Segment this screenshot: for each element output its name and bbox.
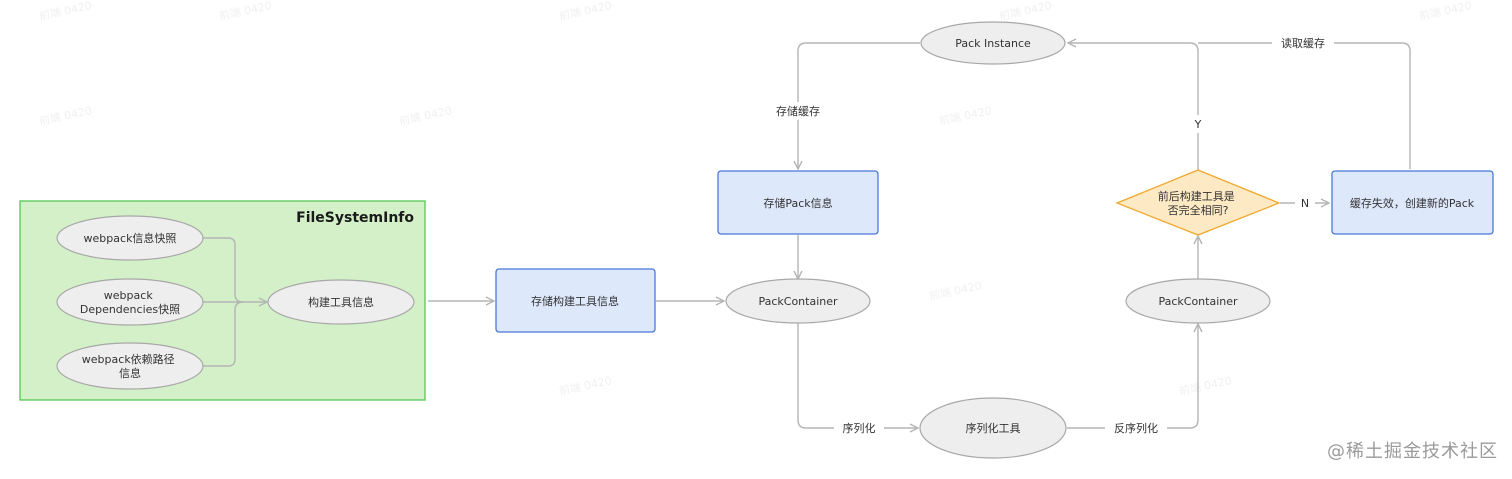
edge-snapshot-merge — [203, 237, 244, 303]
node-webpack-dependencies-snapshot: webpack Dependencies快照 — [56, 278, 204, 326]
svg-text:构建工具信息: 构建工具信息 — [308, 295, 374, 309]
node-pack-container-left-line-1: PackContainer — [758, 295, 838, 308]
node-serializer-line-1: 序列化工具 — [966, 421, 1021, 435]
group-title: FileSystemInfo — [296, 210, 414, 226]
svg-text:前端 0420: 前端 0420 — [218, 0, 273, 23]
edges — [203, 42, 1411, 429]
svg-text:webpack Dependencies快照: webpack Dependencies快照 — [80, 289, 180, 316]
label-deserialize: 反序列化 — [1114, 421, 1158, 435]
node-store-pack-info-line-1: 存储Pack信息 — [763, 196, 832, 210]
label-yes: Y — [1194, 118, 1202, 131]
node-store-pack-info: 存储Pack信息 — [717, 170, 879, 235]
node-pack-container-left: PackContainer — [725, 278, 871, 324]
node-store-build-tool-info: 存储构建工具信息 — [495, 268, 656, 333]
edge-resolve-merge — [203, 301, 244, 367]
edge-serializer-to-container-right — [1067, 324, 1198, 429]
edge-container-to-serializer — [797, 323, 918, 428]
edge-pack-instance-to-store-pack-info — [798, 42, 920, 169]
node-cache-invalid: 缓存失效，创建新的Pack — [1331, 170, 1494, 235]
svg-text:前端 0420: 前端 0420 — [38, 0, 93, 23]
svg-text:webpack信息快照: webpack信息快照 — [84, 231, 177, 245]
node-store-build-tool-info-line-1: 存储构建工具信息 — [531, 294, 619, 308]
svg-text:Pack Instance: Pack Instance — [955, 37, 1031, 50]
svg-text:前端 0420: 前端 0420 — [398, 103, 453, 128]
svg-text:前端 0420: 前端 0420 — [998, 0, 1053, 23]
node-decision-line-2: 否完全相同? — [1168, 203, 1229, 217]
svg-text:存储构建工具信息: 存储构建工具信息 — [531, 294, 619, 308]
node-pack-instance: Pack Instance — [920, 21, 1066, 65]
edge-cache-invalid-to-pack-instance — [1198, 42, 1411, 169]
node-serializer: 序列化工具 — [919, 397, 1067, 459]
juejin-watermark: @稀土掘金技术社区 — [1327, 441, 1498, 462]
svg-text:PackContainer: PackContainer — [758, 295, 838, 308]
svg-text:PackContainer: PackContainer — [1158, 295, 1238, 308]
node-resolve-line-1: webpack依赖路径 — [82, 353, 175, 366]
svg-text:缓存失效，创建新的Pack: 缓存失效，创建新的Pack — [1350, 196, 1475, 210]
label-no: N — [1301, 197, 1309, 210]
node-dependencies-line-1: webpack — [104, 289, 154, 302]
svg-text:前端 0420: 前端 0420 — [558, 0, 613, 23]
node-build-tool-info-line-1: 构建工具信息 — [308, 295, 374, 309]
svg-text:前端 0420: 前端 0420 — [938, 103, 993, 128]
svg-text:前端 0420: 前端 0420 — [38, 103, 93, 128]
node-decision: 前后构建工具是 否完全相同? — [1115, 169, 1281, 236]
svg-text:前端 0420: 前端 0420 — [928, 278, 983, 303]
node-cache-invalid-line-1: 缓存失效，创建新的Pack — [1350, 196, 1475, 210]
edge-labels: 存储缓存 序列化 反序列化 Y N 读取缓存 — [768, 35, 1334, 438]
node-decision-line-1: 前后构建工具是 — [1158, 189, 1235, 203]
node-pack-instance-line-1: Pack Instance — [955, 37, 1031, 50]
node-dependencies-line-2: Dependencies快照 — [80, 303, 180, 316]
svg-text:前端 0420: 前端 0420 — [1418, 0, 1473, 23]
node-pack-container-right: PackContainer — [1125, 278, 1271, 324]
svg-text:前端 0420: 前端 0420 — [558, 373, 613, 398]
svg-text:前后构建工具是 否完全相同?: 前后构建工具是 否完全相同? — [1158, 189, 1239, 217]
node-build-tool-info: 构建工具信息 — [267, 279, 415, 325]
label-read-cache: 读取缓存 — [1281, 36, 1325, 50]
node-resolve-line-2: 信息 — [119, 366, 141, 380]
svg-text:序列化工具: 序列化工具 — [966, 421, 1021, 435]
node-webpack-resolve-info: webpack依赖路径 信息 — [56, 342, 204, 390]
svg-text:前端 0420: 前端 0420 — [1178, 373, 1233, 398]
svg-text:存储Pack信息: 存储Pack信息 — [763, 196, 832, 210]
node-webpack-snapshot-line-1: webpack信息快照 — [84, 231, 177, 245]
node-webpack-snapshot: webpack信息快照 — [56, 215, 204, 261]
label-serialize: 序列化 — [843, 421, 876, 435]
edge-decision-yes — [1068, 43, 1199, 170]
svg-text:webpack依赖路径 信息: webpack依赖路径 信息 — [82, 353, 178, 380]
node-pack-container-right-line-1: PackContainer — [1158, 295, 1238, 308]
label-store-cache: 存储缓存 — [776, 104, 820, 118]
